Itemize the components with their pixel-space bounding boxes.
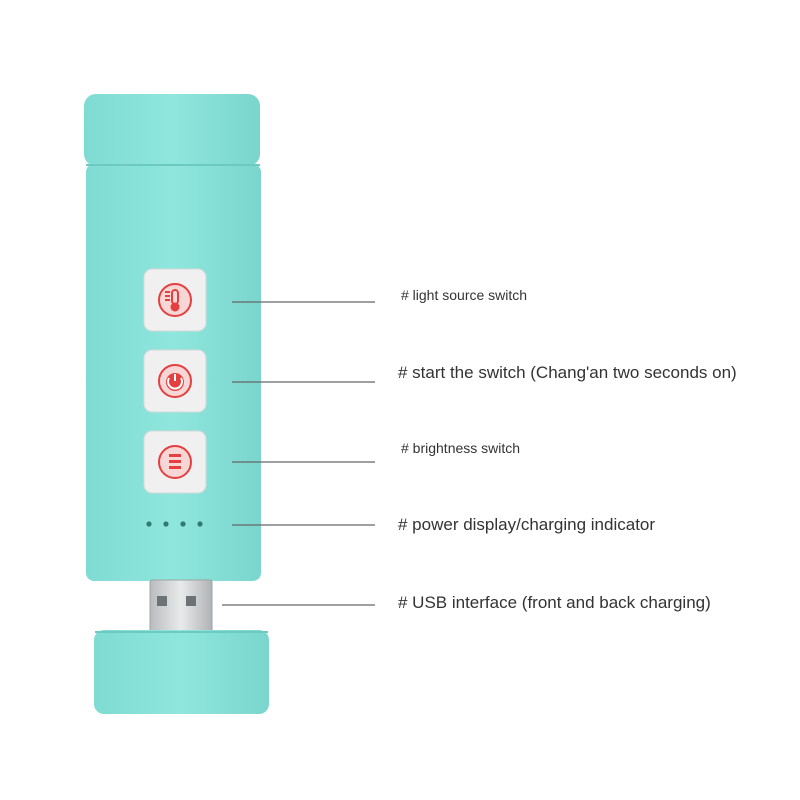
callout-power-display: # power display/charging indicator bbox=[398, 515, 656, 534]
charging-indicator-lights bbox=[146, 521, 203, 527]
bottom-cap bbox=[94, 630, 269, 714]
thermometer-light-icon bbox=[165, 289, 180, 312]
power-button[interactable] bbox=[143, 349, 207, 413]
callout-brightness-switch: # brightness switch bbox=[401, 440, 521, 456]
power-icon bbox=[166, 373, 184, 391]
top-cap bbox=[84, 94, 260, 166]
callout-lines bbox=[222, 301, 375, 606]
brightness-bars-icon bbox=[169, 454, 181, 469]
light-source-button[interactable] bbox=[143, 268, 207, 332]
callout-usb-interface: # USB interface (front and back charging… bbox=[398, 593, 711, 612]
callout-light-source-switch: # light source switch bbox=[401, 287, 528, 303]
callout-start-switch: # start the switch (Chang'an two seconds… bbox=[398, 363, 737, 382]
brightness-button[interactable] bbox=[143, 430, 207, 494]
